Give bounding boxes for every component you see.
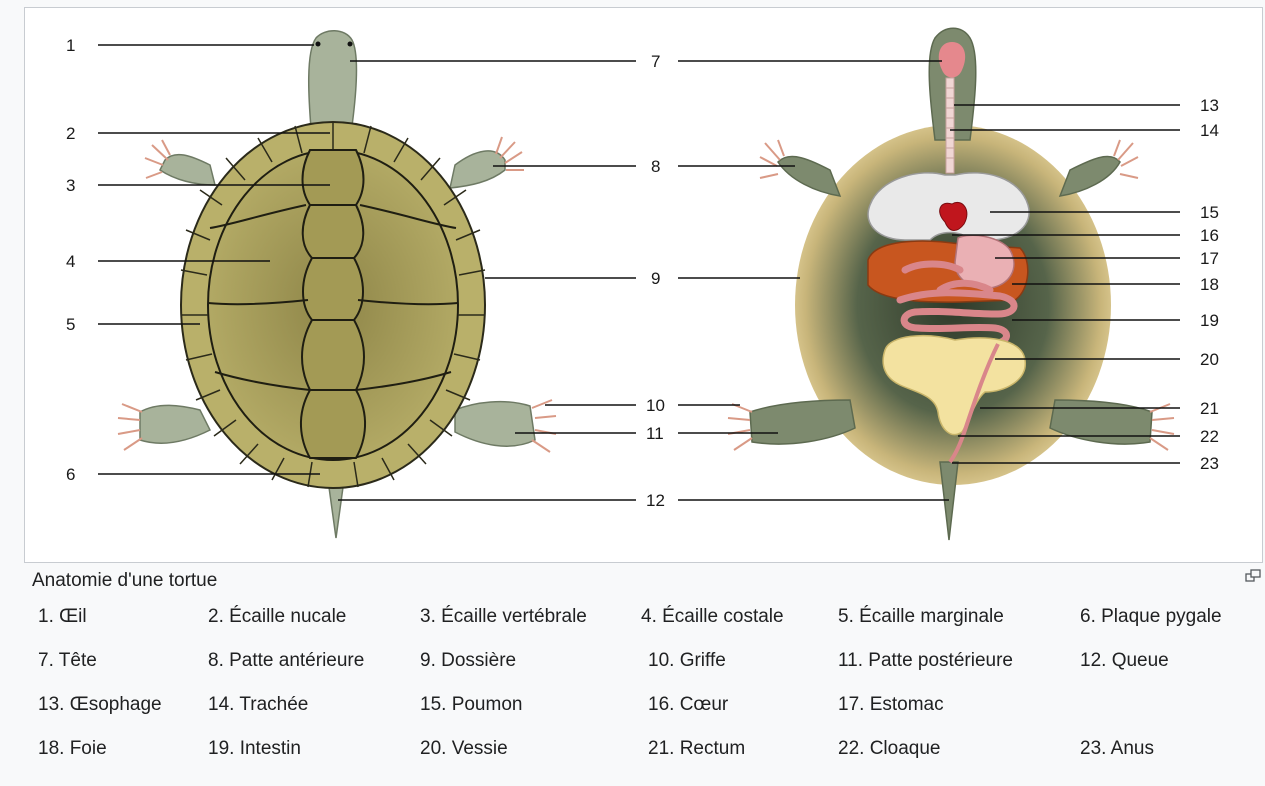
callout-18: 18 — [1200, 275, 1219, 294]
callout-10: 10 — [646, 396, 665, 415]
callout-4: 4 — [66, 252, 75, 271]
legend-item: 5. Écaille marginale — [838, 606, 1004, 628]
callout-1: 1 — [66, 36, 75, 55]
legend-item: 23. Anus — [1080, 738, 1154, 760]
callout-5: 5 — [66, 315, 75, 334]
legend-item: 19. Intestin — [208, 738, 301, 760]
callout-2: 2 — [66, 124, 75, 143]
callout-22: 22 — [1200, 427, 1219, 446]
trachea — [946, 78, 954, 173]
legend-item: 17. Estomac — [838, 694, 944, 716]
callout-3: 3 — [66, 176, 75, 195]
callout-23: 23 — [1200, 454, 1219, 473]
callout-15: 15 — [1200, 203, 1219, 222]
legend-item: 15. Poumon — [420, 694, 522, 716]
legend-item: 11. Patte postérieure — [838, 650, 1013, 672]
legend-item: 9. Dossière — [420, 650, 516, 672]
callout-8: 8 — [651, 157, 660, 176]
callout-9: 9 — [651, 269, 660, 288]
callout-11: 11 — [646, 424, 664, 443]
callout-21: 21 — [1200, 399, 1219, 418]
legend-item: 6. Plaque pygale — [1080, 606, 1222, 628]
left-back-leg-left — [140, 405, 210, 443]
callout-16: 16 — [1200, 226, 1219, 245]
callout-19: 19 — [1200, 311, 1219, 330]
legend-item: 21. Rectum — [648, 738, 745, 760]
left-eye — [316, 42, 321, 47]
callout-14: 14 — [1200, 121, 1219, 140]
right-front-leg-right — [1060, 157, 1120, 196]
right-eye — [348, 42, 353, 47]
caption-title: Anatomie d'une tortue — [32, 570, 217, 592]
legend-item: 22. Cloaque — [838, 738, 940, 760]
right-back-leg-right — [1050, 400, 1152, 444]
callout-20: 20 — [1200, 350, 1219, 369]
left-front-leg-right — [450, 151, 505, 188]
callout-17: 17 — [1200, 249, 1219, 268]
legend-item: 2. Écaille nucale — [208, 606, 346, 628]
right-back-leg-left — [750, 400, 855, 444]
legend-item: 4. Écaille costale — [641, 606, 784, 628]
legend-item: 20. Vessie — [420, 738, 508, 760]
callout-6: 6 — [66, 465, 75, 484]
right-turtle-tail — [940, 462, 958, 540]
left-turtle — [118, 31, 556, 538]
callout-7: 7 — [651, 52, 660, 71]
legend-item: 8. Patte antérieure — [208, 650, 364, 672]
turtle-anatomy-diagram: 1 2 3 4 5 6 7 8 9 10 11 12 13 14 15 16 1… — [0, 0, 1265, 565]
legend-item: 10. Griffe — [648, 650, 726, 672]
legend-item: 18. Foie — [38, 738, 107, 760]
legend: 1. Œil 2. Écaille nucale 3. Écaille vert… — [38, 606, 1265, 786]
legend-item: 13. Œsophage — [38, 694, 162, 716]
legend-item: 14. Trachée — [208, 694, 308, 716]
legend-item: 12. Queue — [1080, 650, 1169, 672]
right-front-leg-left — [778, 157, 840, 196]
enlarge-icon[interactable] — [1245, 569, 1261, 583]
legend-item: 3. Écaille vertébrale — [420, 606, 587, 628]
callout-13: 13 — [1200, 96, 1219, 115]
legend-item: 16. Cœur — [648, 694, 728, 716]
left-back-leg-right — [455, 402, 535, 447]
callout-12: 12 — [646, 491, 665, 510]
legend-item: 7. Tête — [38, 650, 97, 672]
legend-item: 1. Œil — [38, 606, 87, 628]
